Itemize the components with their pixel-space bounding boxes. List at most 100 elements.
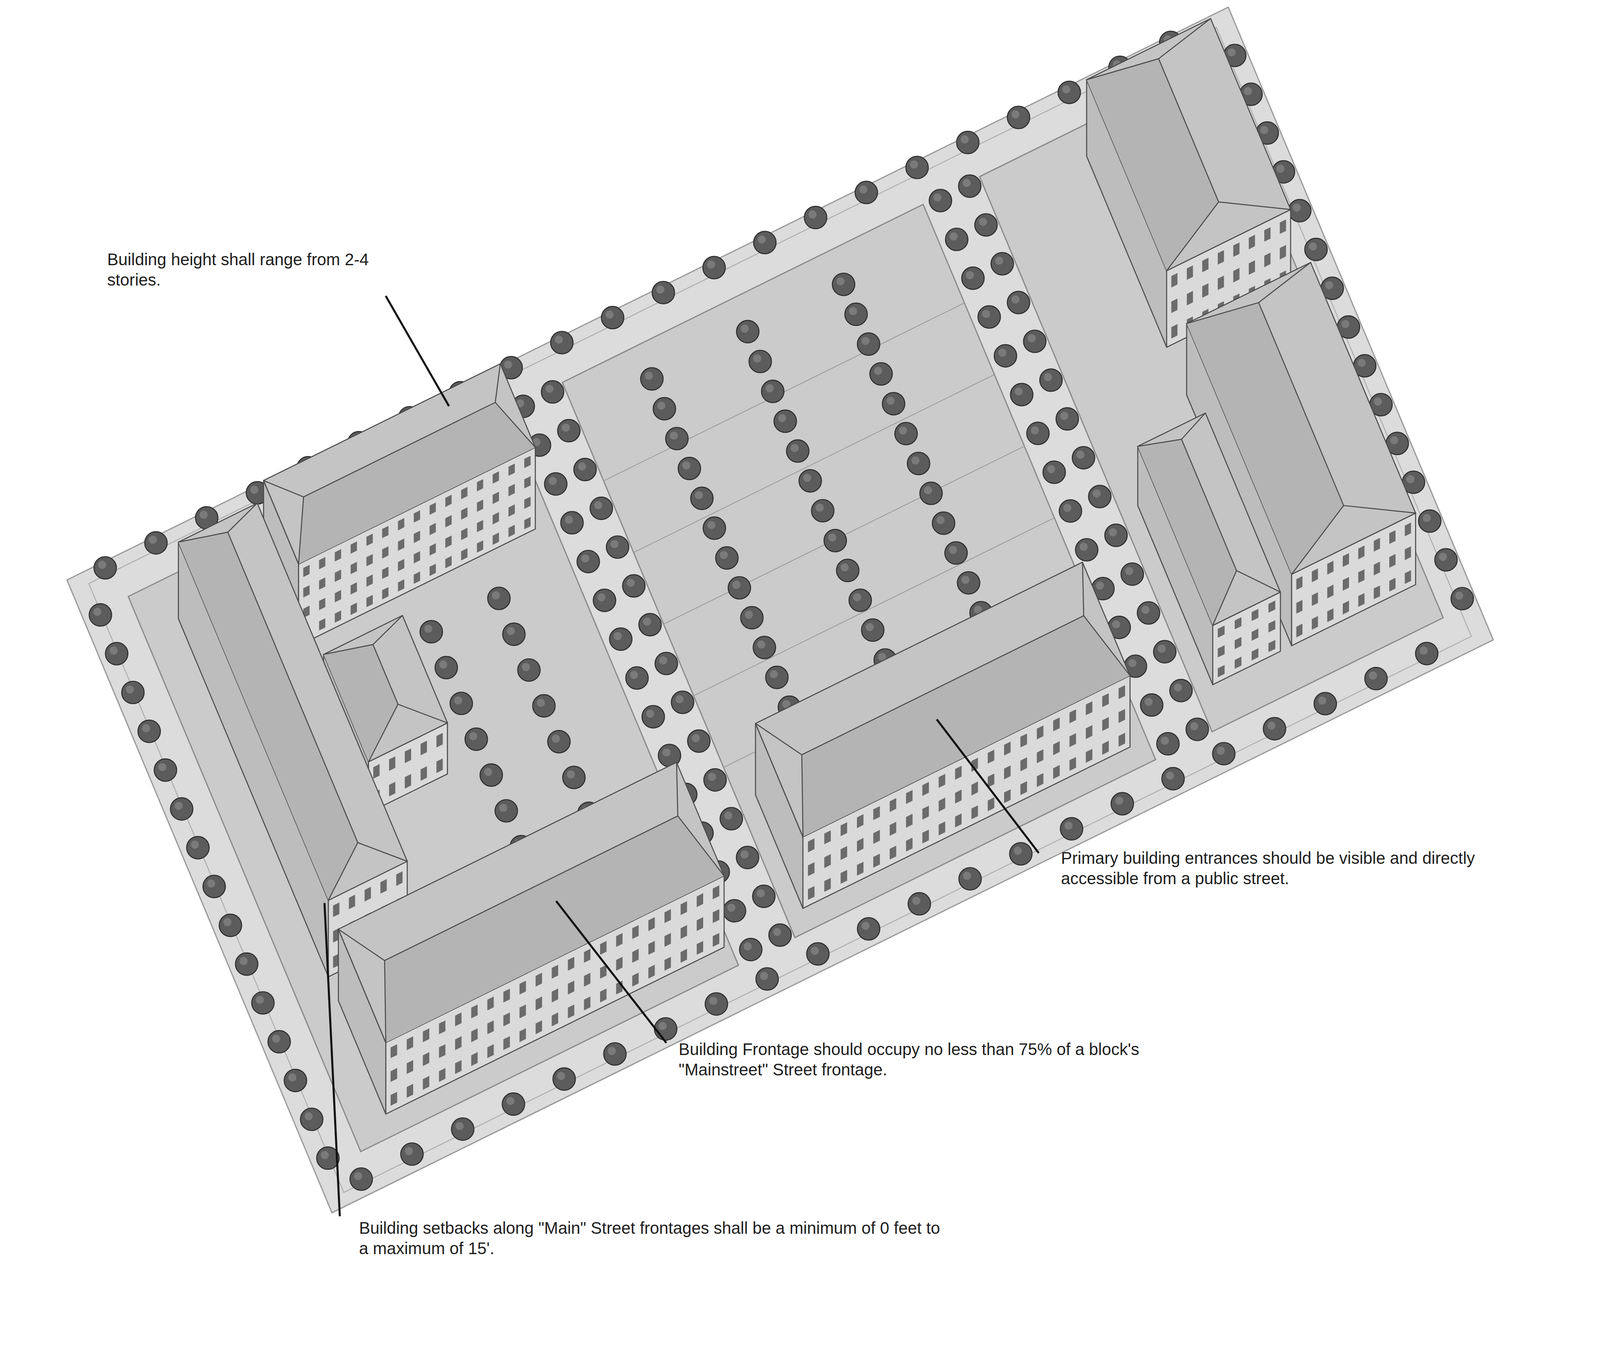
tree-canopy [690, 487, 714, 510]
tree-highlight [190, 840, 200, 849]
street-tree [186, 836, 210, 859]
street-tree [799, 469, 822, 493]
roof-ridge [1181, 413, 1206, 440]
tree-canopy [994, 344, 1017, 367]
tree-highlight [815, 503, 825, 512]
tree-highlight [504, 360, 513, 369]
tree-highlight [223, 918, 232, 927]
tree-canopy [590, 497, 613, 520]
tree-canopy [550, 331, 574, 354]
window [1342, 600, 1349, 615]
window [987, 797, 995, 811]
window [455, 1012, 462, 1027]
window [455, 1036, 462, 1051]
street-tree [170, 797, 193, 820]
street-tree [1120, 562, 1144, 586]
tree-highlight [1011, 110, 1020, 119]
roof-ridge [298, 496, 304, 564]
tree-highlight [304, 1111, 313, 1120]
tree-canopy [1169, 679, 1193, 702]
street-tree [601, 306, 624, 329]
tree-highlight [455, 1121, 464, 1130]
street-tree [1023, 329, 1047, 353]
tree-highlight [998, 348, 1007, 357]
window [905, 813, 913, 828]
window [438, 1020, 446, 1034]
tree-highlight [288, 1073, 297, 1082]
roof-ridge [323, 644, 373, 655]
window [1217, 625, 1225, 638]
window [438, 1043, 446, 1058]
window [1251, 608, 1259, 621]
tree-canopy [958, 174, 981, 198]
window [938, 797, 946, 812]
tree-highlight [561, 423, 571, 432]
window [492, 532, 499, 545]
window [350, 561, 357, 575]
tree-highlight [886, 396, 895, 405]
roof-ridge [303, 402, 495, 497]
window [508, 463, 515, 476]
window [664, 932, 671, 947]
street-tree [560, 511, 584, 535]
tree-canopy [268, 1030, 291, 1053]
street-tree [665, 427, 689, 450]
tree-canopy [1043, 460, 1066, 484]
window [1004, 789, 1011, 803]
window [1217, 275, 1224, 291]
tree-highlight [1174, 683, 1183, 692]
street-tree [590, 497, 613, 520]
roof-ridge [1166, 201, 1219, 271]
tree-highlight [873, 366, 883, 375]
street-tree [1058, 81, 1081, 104]
window [632, 924, 639, 939]
tree-canopy [560, 511, 584, 535]
window [390, 1043, 398, 1058]
roof-ridge [227, 502, 258, 532]
tree-highlight [707, 772, 717, 781]
window [396, 871, 403, 886]
window [503, 1012, 510, 1027]
tree-canopy [1263, 717, 1286, 740]
window [350, 582, 357, 595]
street-tree [768, 923, 792, 947]
window [889, 797, 897, 813]
window [492, 491, 499, 505]
tree-canopy [905, 156, 929, 179]
street-tree [991, 252, 1014, 275]
tree-highlight [320, 1150, 330, 1160]
window [1248, 260, 1256, 275]
window [519, 1028, 526, 1042]
tree-canopy [420, 620, 443, 643]
tree-highlight [1190, 721, 1199, 731]
window [807, 885, 815, 900]
tree-highlight [1060, 411, 1069, 421]
callout-note: Building height shall range from 2-4 sto… [107, 249, 374, 291]
tree-canopy [752, 884, 776, 908]
window [807, 838, 815, 853]
street-tree [1111, 792, 1134, 815]
tree-canopy [576, 550, 600, 573]
tree-highlight [936, 515, 945, 525]
roof-ridge [1236, 570, 1280, 593]
tree-canopy [702, 256, 726, 279]
street-tree [1026, 422, 1050, 445]
window [319, 577, 326, 590]
roof-ridge [384, 960, 386, 1043]
window [364, 886, 371, 901]
street-tree [593, 588, 616, 612]
tree-canopy [929, 189, 952, 212]
window [1118, 708, 1126, 724]
street-tree [869, 362, 893, 386]
window [889, 845, 897, 860]
tree-highlight [1227, 48, 1236, 57]
window [406, 1083, 414, 1098]
tree-canopy [991, 252, 1014, 275]
street-tree [702, 256, 726, 279]
tree-highlight [732, 580, 741, 589]
tree-highlight [506, 627, 515, 636]
roof-ridge [1083, 615, 1130, 676]
window [429, 502, 436, 515]
window [1234, 636, 1242, 649]
window [420, 740, 427, 756]
